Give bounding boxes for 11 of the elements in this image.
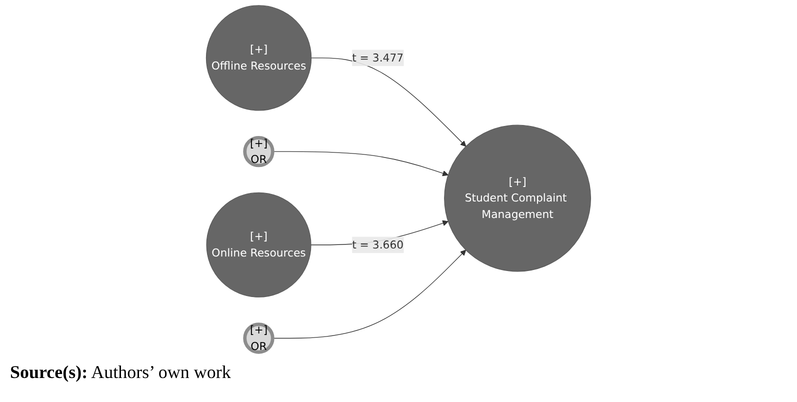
- edge-label: t = 3.477: [352, 51, 404, 64]
- arrow: [272, 250, 466, 339]
- node-circle: [+] OR: [243, 322, 274, 354]
- node-circle: [+] Offline Resources: [206, 5, 312, 111]
- node-circle: [+] OR: [243, 136, 274, 168]
- arrow: [310, 58, 466, 147]
- node-circle: [+] Online Resources: [206, 192, 312, 298]
- arrow: [272, 151, 448, 176]
- node-circle: [+] Student Complaint Management: [444, 124, 592, 272]
- source-caption: Source(s): Authors’ own work: [10, 362, 231, 383]
- edge-label: t = 3.660: [352, 238, 404, 252]
